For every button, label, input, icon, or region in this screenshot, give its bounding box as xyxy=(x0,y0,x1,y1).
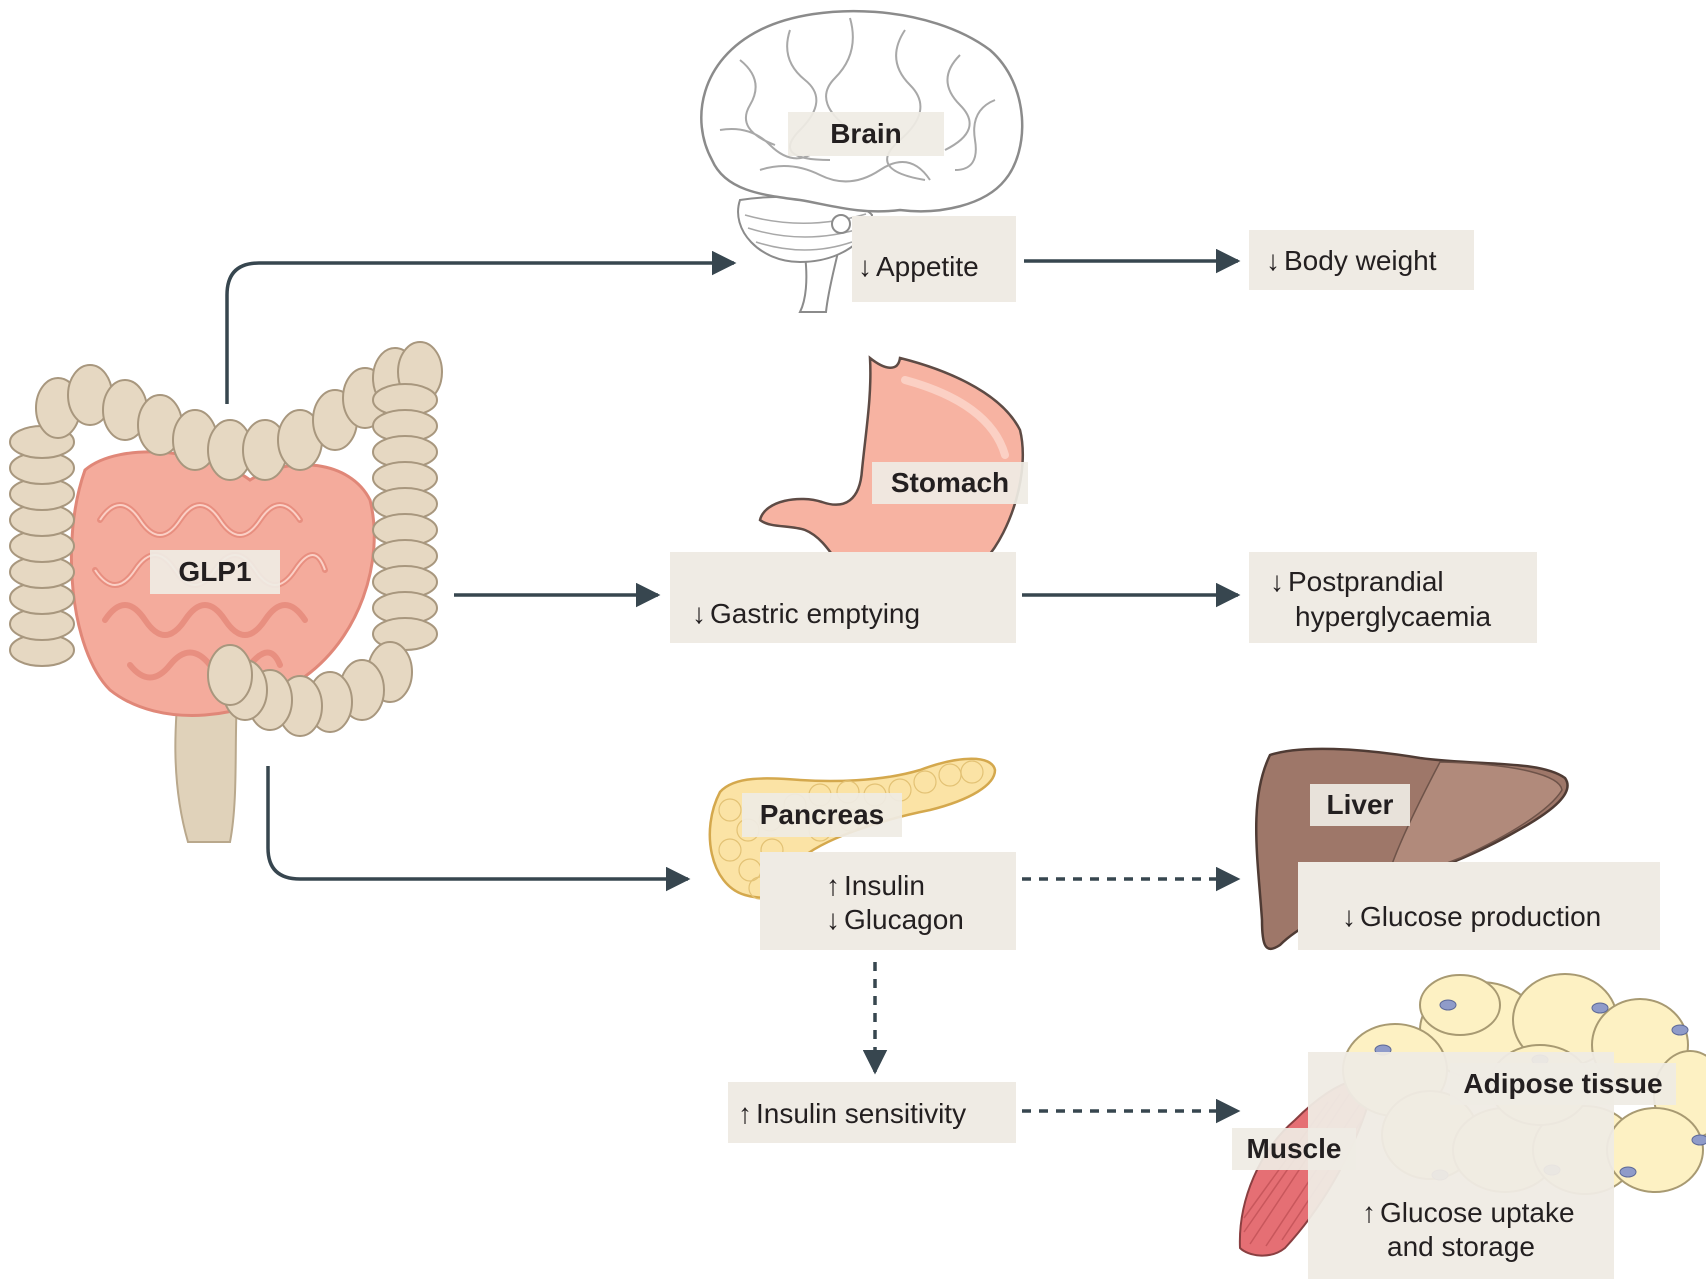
gut-illustration xyxy=(9,341,443,843)
insulin-sensitivity-box xyxy=(728,1082,1016,1143)
up-arrow-icon: ↑ xyxy=(826,870,840,901)
appetite-box xyxy=(852,216,1016,302)
glp1-tag: GLP1 xyxy=(150,550,280,594)
up-arrow-icon: ↑ xyxy=(1362,1197,1376,1228)
postprandial-label: ↓Postprandial xyxy=(1270,566,1444,597)
arrow-gut-to-pancreas xyxy=(266,766,691,892)
adipocyte-nucleus xyxy=(1591,1002,1609,1014)
adipocyte-nucleus xyxy=(1691,1134,1706,1146)
brain-illustration xyxy=(700,9,1024,313)
adipocyte xyxy=(1419,974,1501,1036)
pancreas-lobule xyxy=(913,770,937,794)
pancreas-lobule xyxy=(960,760,984,784)
stomach-tag: Stomach xyxy=(872,462,1028,504)
insulin-glucagon-box xyxy=(760,852,1016,950)
adipocyte xyxy=(1606,1107,1704,1193)
adipocyte-nucleus xyxy=(1671,1024,1689,1036)
glucose-uptake-label: ↑Glucose uptake xyxy=(1362,1197,1575,1228)
arrow-gut-to-brain xyxy=(225,250,737,404)
adipose-tag: Adipose tissue xyxy=(1450,1063,1676,1105)
adipocyte-nucleus xyxy=(1439,999,1457,1011)
glucose-production-label: ↓Glucose production xyxy=(1342,901,1602,932)
down-arrow-icon: ↓ xyxy=(692,598,706,629)
cerebrum-shape xyxy=(700,9,1024,213)
pancreas-lobule xyxy=(718,798,742,822)
appetite-label: ↓Appetite xyxy=(858,251,979,282)
body-weight-label: ↓Body weight xyxy=(1266,245,1437,276)
down-arrow-icon: ↓ xyxy=(858,251,872,282)
brainstem-shape xyxy=(798,250,840,313)
gastric-label: ↓Gastric emptying xyxy=(692,598,921,629)
postprandial-box xyxy=(1249,552,1537,643)
gastric-box xyxy=(670,552,1016,643)
pancreas-tag: Pancreas xyxy=(742,793,902,837)
down-arrow-icon: ↓ xyxy=(1342,901,1356,932)
connector-arrows xyxy=(225,248,1241,1124)
adipocyte-nucleus xyxy=(1619,1166,1637,1178)
down-arrow-icon: ↓ xyxy=(1266,245,1280,276)
glucose-uptake-label-line2: and storage xyxy=(1387,1231,1535,1262)
liver-lobe-shading xyxy=(1389,761,1563,877)
up-arrow-icon: ↑ xyxy=(738,1098,752,1129)
brain-tag: Brain xyxy=(788,112,944,156)
down-arrow-icon: ↓ xyxy=(826,904,840,935)
colon-segment xyxy=(207,644,253,706)
insulin-label: ↑Insulin xyxy=(826,870,925,901)
pancreas-lobule xyxy=(718,838,742,862)
glucagon-label: ↓Glucagon xyxy=(826,904,964,935)
insulin-sensitivity-label: ↑Insulin sensitivity xyxy=(738,1098,967,1129)
muscle-tag: Muscle xyxy=(1232,1128,1356,1170)
down-arrow-icon: ↓ xyxy=(1270,566,1284,597)
body-weight-box xyxy=(1249,230,1474,290)
liver-tag: Liver xyxy=(1310,784,1410,826)
glucose-production-box xyxy=(1298,862,1660,950)
postprandial-label-line2: hyperglycaemia xyxy=(1295,601,1492,632)
pons-node xyxy=(831,214,851,234)
